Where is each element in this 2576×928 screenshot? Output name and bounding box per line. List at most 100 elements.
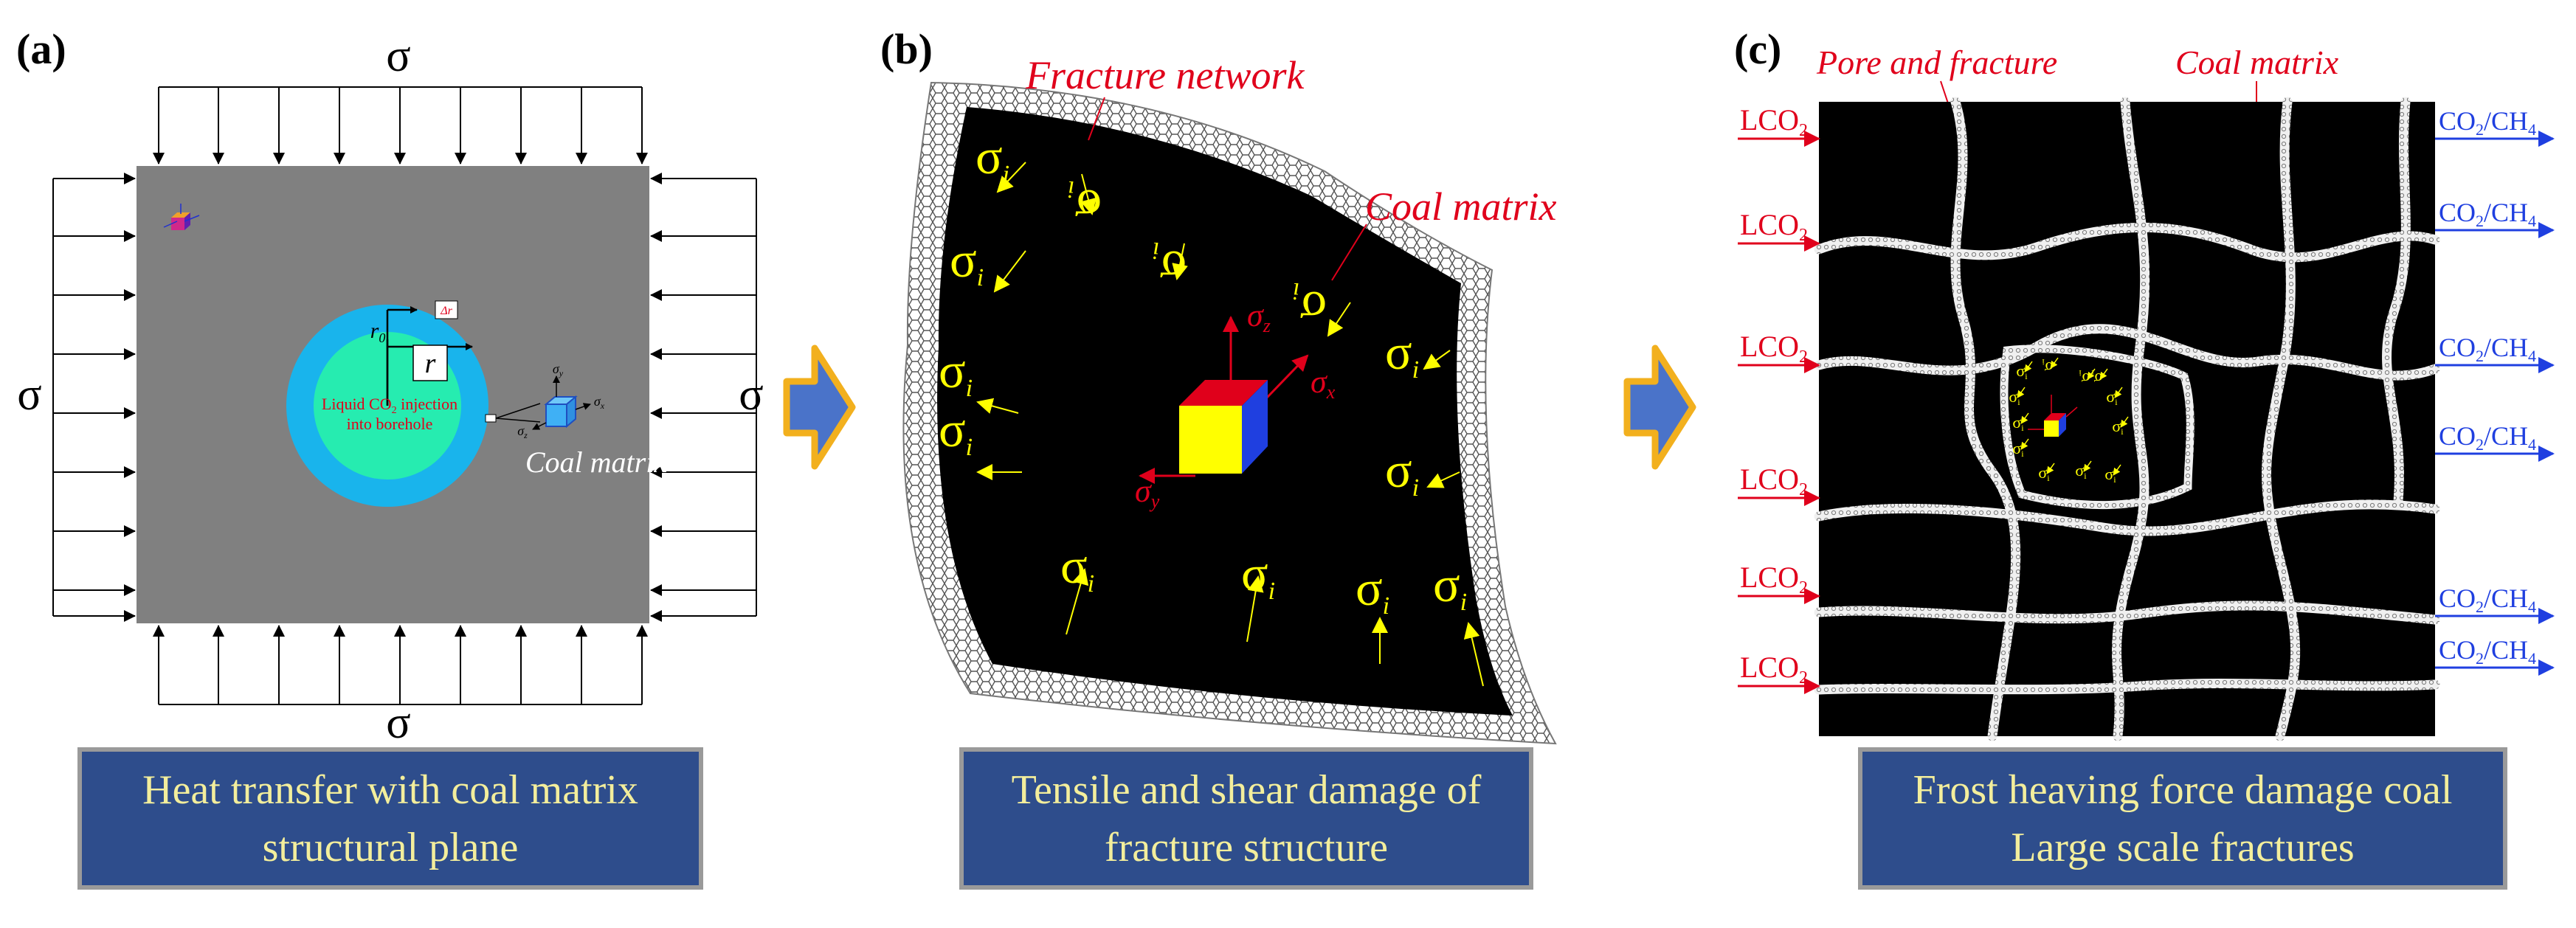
inlet-label: LCO2 bbox=[1740, 561, 1808, 598]
mini-sigma-arrow bbox=[2050, 357, 2059, 369]
mini-sigma-arrow bbox=[2083, 460, 2092, 472]
mini-sigma-label: σi bbox=[2009, 387, 2020, 407]
mini-sigma-label: σi bbox=[2075, 461, 2087, 481]
panel-a-label: (a) bbox=[16, 25, 66, 73]
sigma-i-arrow bbox=[1327, 302, 1351, 337]
load-arrows bbox=[53, 87, 756, 704]
r0-label: r0 bbox=[370, 319, 386, 345]
outlet-label: CO2/CH4 bbox=[2439, 421, 2536, 454]
sigma-i-arrow bbox=[1246, 575, 1264, 643]
mini-sigma-arrow bbox=[2046, 463, 2055, 474]
sigma-i-label: σi bbox=[1241, 545, 1275, 605]
inlet-label: LCO2 bbox=[1740, 463, 1808, 499]
sigma-i-label: σi bbox=[976, 128, 1009, 188]
mini-sigma-arrow bbox=[2020, 412, 2029, 424]
mini-sigma-arrow bbox=[2113, 464, 2121, 476]
matrix-cube-icon bbox=[532, 375, 591, 430]
outlet-label: CO2/CH4 bbox=[2439, 584, 2536, 616]
mini-sigma-label: σi bbox=[2104, 465, 2116, 485]
sigma-i-label: σi bbox=[1068, 176, 1102, 235]
panel-a: (a) σ σ σ σ bbox=[16, 25, 764, 748]
caption-c: Frost heaving force damage coal Large sc… bbox=[1858, 747, 2507, 890]
inlet-label: LCO2 bbox=[1740, 103, 1808, 140]
stress-cube bbox=[1139, 316, 1309, 484]
fracture-network-label: Fracture network bbox=[1025, 53, 1305, 97]
mini-stress-cube bbox=[2028, 395, 2078, 437]
sigma-left: σ bbox=[17, 370, 41, 420]
mini-sigma-label: σi bbox=[2012, 439, 2024, 459]
mini-sigma-arrow bbox=[2017, 387, 2026, 398]
sigma-i-label: σi bbox=[1433, 556, 1467, 616]
sigma-top: σ bbox=[386, 31, 410, 81]
fracture-network-c bbox=[1814, 97, 2440, 741]
caption-a: Heat transfer with coal matrix structura… bbox=[77, 747, 703, 890]
caption-b: Tensile and shear damage of fracture str… bbox=[959, 747, 1533, 890]
mini-sigma-arrow bbox=[2120, 416, 2129, 428]
sigma-i-label: σi bbox=[939, 342, 973, 402]
sigma-right: σ bbox=[739, 370, 763, 420]
sigma-x-label: σx bbox=[594, 394, 605, 411]
sigma-i-label: σi bbox=[1385, 442, 1419, 502]
mini-sigma-label: σi bbox=[2106, 387, 2118, 407]
sigma-i-arrow bbox=[1080, 173, 1097, 215]
inlet-label: LCO2 bbox=[1740, 651, 1808, 688]
sigma-x-b: σx bbox=[1311, 364, 1336, 403]
mini-sigma-label: σi bbox=[2112, 417, 2124, 437]
r-label-box bbox=[412, 344, 448, 381]
sigma-i-label: σi bbox=[1153, 237, 1187, 297]
mini-sigma-label: σi bbox=[2012, 413, 2024, 433]
mini-sigma-label: σi bbox=[2038, 463, 2050, 483]
sigma-i-arrow bbox=[1426, 471, 1460, 488]
mini-sigma-arrow bbox=[2024, 361, 2033, 373]
pore-fracture-label: Pore and fracture bbox=[1816, 44, 2057, 81]
outlet-label: CO2/CH4 bbox=[2439, 106, 2536, 139]
sigma-y-label: σy bbox=[553, 361, 564, 378]
sigma-i-arrow bbox=[993, 250, 1026, 293]
matrix-element bbox=[485, 414, 497, 423]
panel-c-label: (c) bbox=[1734, 25, 1781, 73]
sigma-bottom: σ bbox=[386, 698, 410, 748]
sigma-i-label: σi bbox=[1293, 277, 1327, 337]
coal-matrix-label-c: Coal matrix bbox=[2175, 44, 2339, 81]
sigma-z-b: σz bbox=[1247, 297, 1271, 336]
local-fracture-ring bbox=[2000, 344, 2195, 510]
sigma-i-label: σi bbox=[939, 401, 973, 461]
sigma-i-arrow bbox=[1172, 243, 1188, 280]
sigma-i-arrow bbox=[996, 162, 1026, 193]
sigma-i-label: σi bbox=[1356, 560, 1389, 620]
sigma-i-label: σi bbox=[950, 232, 984, 291]
sigma-z-label: σz bbox=[517, 423, 528, 440]
injection-text-2: into borehole bbox=[347, 415, 433, 433]
sigma-i-arrow bbox=[1423, 350, 1451, 370]
inlet-label: LCO2 bbox=[1740, 330, 1808, 367]
coal-matrix-label-b: Coal matrix bbox=[1365, 184, 1557, 229]
mini-sigma-label: σi bbox=[2016, 361, 2028, 381]
outlet-label: CO2/CH4 bbox=[2439, 635, 2536, 668]
coal-matrix-label-a: Coal matrix bbox=[525, 446, 667, 479]
mini-sigma-arrow bbox=[2087, 368, 2096, 380]
element-cube-icon bbox=[163, 204, 200, 230]
sigma-i-label: σi bbox=[1385, 324, 1419, 384]
panel-c: (c) Pore and fracture Coal matrix bbox=[1734, 25, 2555, 741]
flow-arrow-2 bbox=[1623, 344, 1696, 470]
sigma-i-arrow bbox=[1066, 568, 1089, 635]
sigma-i-label: σi bbox=[1060, 538, 1094, 598]
leader-line bbox=[495, 403, 541, 419]
outlet-arrows: CO2/CH4CO2/CH4CO2/CH4CO2/CH4CO2/CH4CO2/C… bbox=[2435, 106, 2555, 676]
sigma-i-arrow bbox=[1463, 622, 1484, 687]
sigma-y-b: σy bbox=[1135, 473, 1160, 512]
mini-sigma-arrow bbox=[2114, 387, 2123, 398]
injection-text: Liquid CO2 injection bbox=[322, 395, 457, 416]
flow-arrow-1 bbox=[783, 344, 856, 470]
delta-r-label: Δr bbox=[440, 305, 452, 317]
panel-b-label: (b) bbox=[880, 25, 933, 73]
mini-sigma-arrow bbox=[2099, 368, 2108, 380]
mini-sigma-arrow bbox=[2020, 438, 2029, 450]
sigma-i-arrow bbox=[976, 398, 1019, 414]
